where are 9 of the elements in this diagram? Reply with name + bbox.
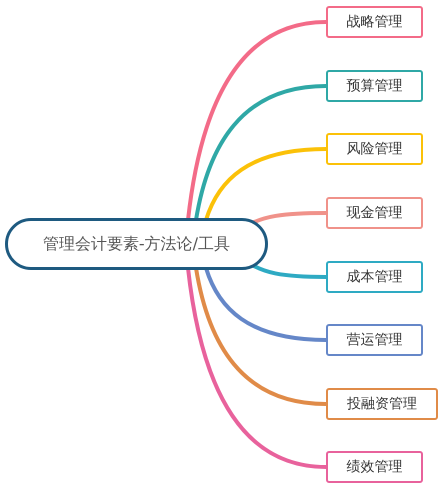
topic-box: 绩效管理 [326, 451, 423, 483]
topic-box: 营运管理 [326, 324, 423, 356]
central-topic: 管理会计要素-方法论/工具 [5, 218, 268, 270]
topic-box: 战略管理 [326, 6, 423, 38]
topic-box: 风险管理 [326, 133, 423, 165]
topic-box: 投融资管理 [326, 388, 438, 420]
topic-box: 预算管理 [326, 70, 423, 102]
topic-box: 现金管理 [326, 197, 423, 229]
topic-box: 成本管理 [326, 261, 423, 293]
